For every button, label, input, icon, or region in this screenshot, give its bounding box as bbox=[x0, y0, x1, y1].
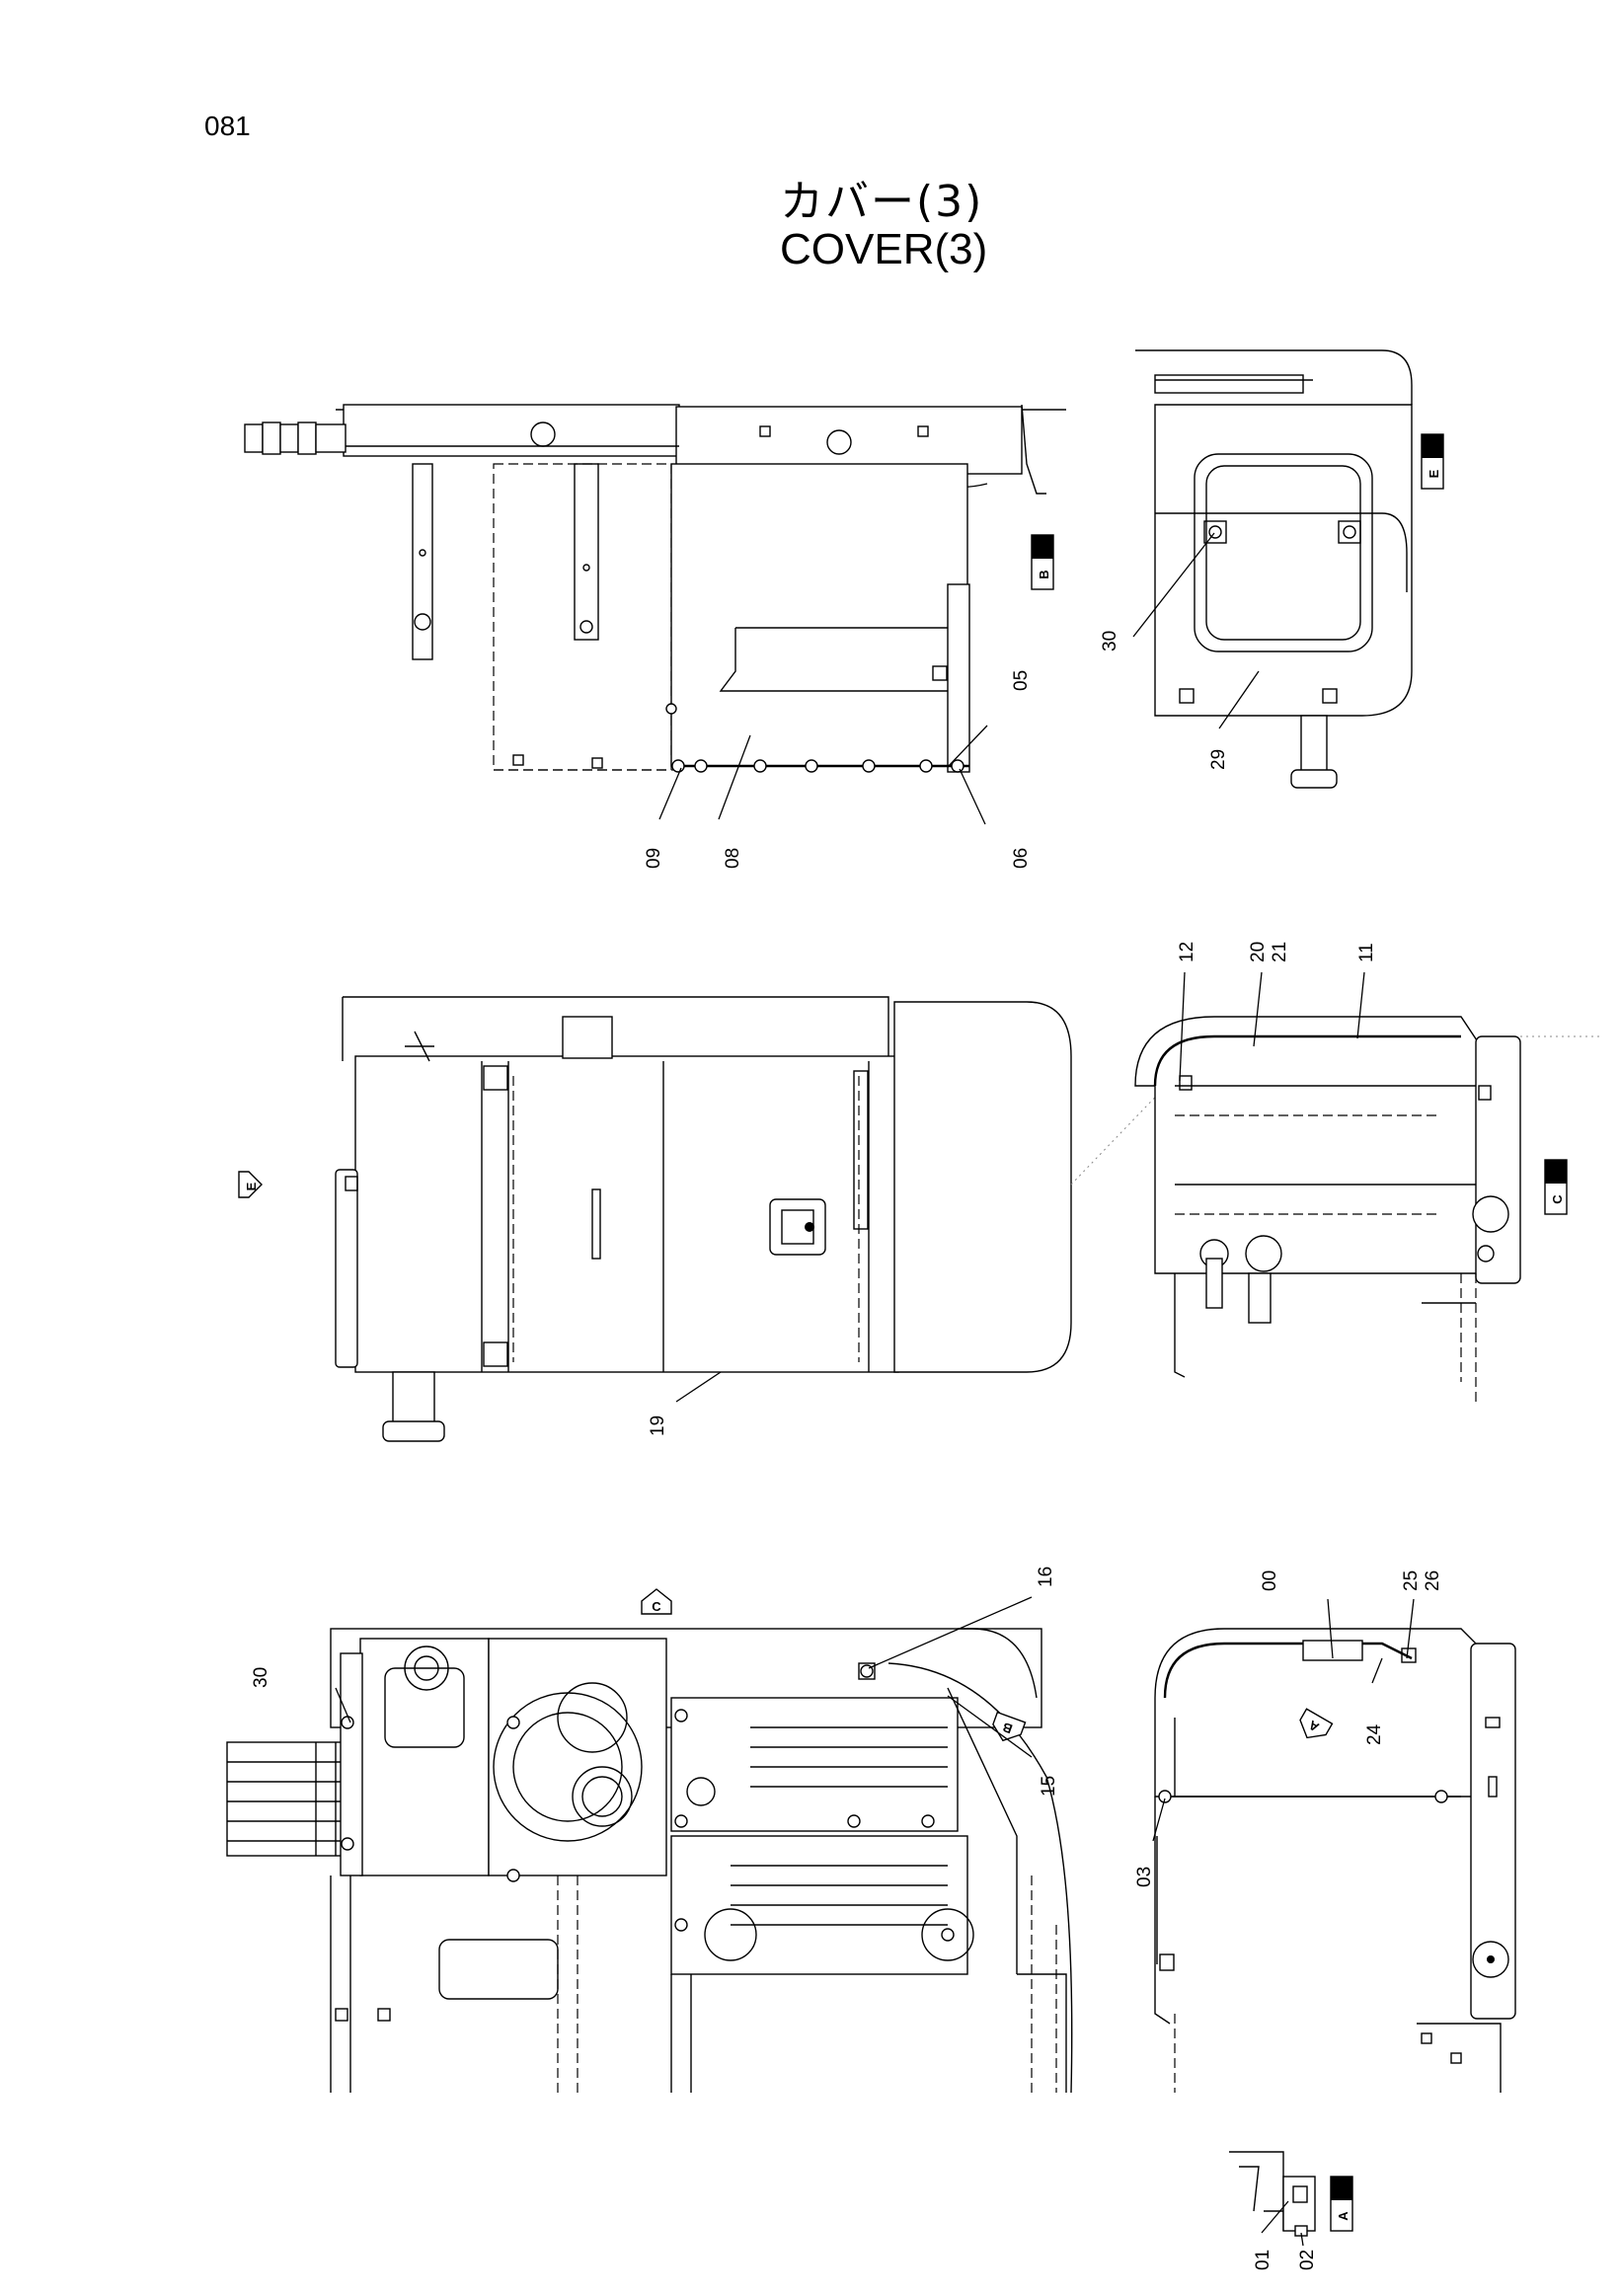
view-a-arrow: A bbox=[1299, 1708, 1334, 1739]
callout-19: 19 bbox=[648, 1416, 668, 1436]
view-b-drawing bbox=[244, 404, 1066, 773]
callout-26: 26 bbox=[1423, 1570, 1443, 1591]
svg-text:C: C bbox=[1550, 1194, 1565, 1204]
callout-20: 20 bbox=[1248, 942, 1269, 962]
view-e-label: E bbox=[1421, 433, 1444, 490]
callout-11: 11 bbox=[1356, 943, 1377, 962]
view-b-arrow: B bbox=[992, 1711, 1027, 1742]
callout-15: 15 bbox=[1039, 1776, 1059, 1797]
callout-01: 01 bbox=[1253, 2250, 1273, 2270]
front-view-drawing bbox=[226, 1628, 1073, 2094]
title-english: COVER(3) bbox=[780, 225, 988, 273]
view-b-label: B bbox=[1031, 534, 1054, 590]
callout-02: 02 bbox=[1297, 2250, 1318, 2270]
callout-00: 00 bbox=[1260, 1570, 1280, 1591]
svg-text:E: E bbox=[244, 1182, 259, 1190]
callout-09: 09 bbox=[644, 848, 664, 869]
view-a-drawing bbox=[1229, 2151, 1316, 2237]
callout-03: 03 bbox=[1134, 1867, 1155, 1887]
title-japanese: カバー(3) bbox=[780, 177, 984, 227]
side-view-drawing bbox=[335, 996, 1196, 1442]
view-c-label: C bbox=[1544, 1159, 1568, 1215]
view-c-arrow: C bbox=[641, 1588, 672, 1615]
callout-05: 05 bbox=[1011, 670, 1032, 691]
callout-25: 25 bbox=[1401, 1570, 1422, 1591]
callout-30-top: 30 bbox=[1100, 631, 1120, 651]
view-c-drawing bbox=[1134, 1016, 1599, 1402]
callout-06: 06 bbox=[1011, 848, 1032, 869]
svg-text:A: A bbox=[1336, 2211, 1350, 2221]
svg-text:E: E bbox=[1427, 469, 1441, 478]
view-e-drawing bbox=[1135, 349, 1413, 789]
callout-24: 24 bbox=[1364, 1723, 1385, 1745]
callout-08: 08 bbox=[723, 848, 743, 869]
page-number: 081 bbox=[204, 111, 251, 141]
view-a-label: A bbox=[1330, 2176, 1353, 2232]
callout-21: 21 bbox=[1270, 942, 1290, 962]
rear-view-drawing bbox=[1154, 1628, 1516, 2093]
callout-16: 16 bbox=[1036, 1567, 1056, 1587]
callout-labels: 05 06 08 09 30 29 12 20 21 11 19 30 16 1… bbox=[251, 631, 1443, 2270]
callout-29: 29 bbox=[1208, 749, 1229, 770]
svg-text:C: C bbox=[652, 1599, 661, 1614]
svg-text:B: B bbox=[1037, 570, 1051, 578]
view-e-arrow: E bbox=[238, 1171, 263, 1198]
leader-lines bbox=[335, 532, 1415, 2247]
callout-12: 12 bbox=[1177, 942, 1197, 962]
callout-30-bottom: 30 bbox=[251, 1667, 271, 1688]
